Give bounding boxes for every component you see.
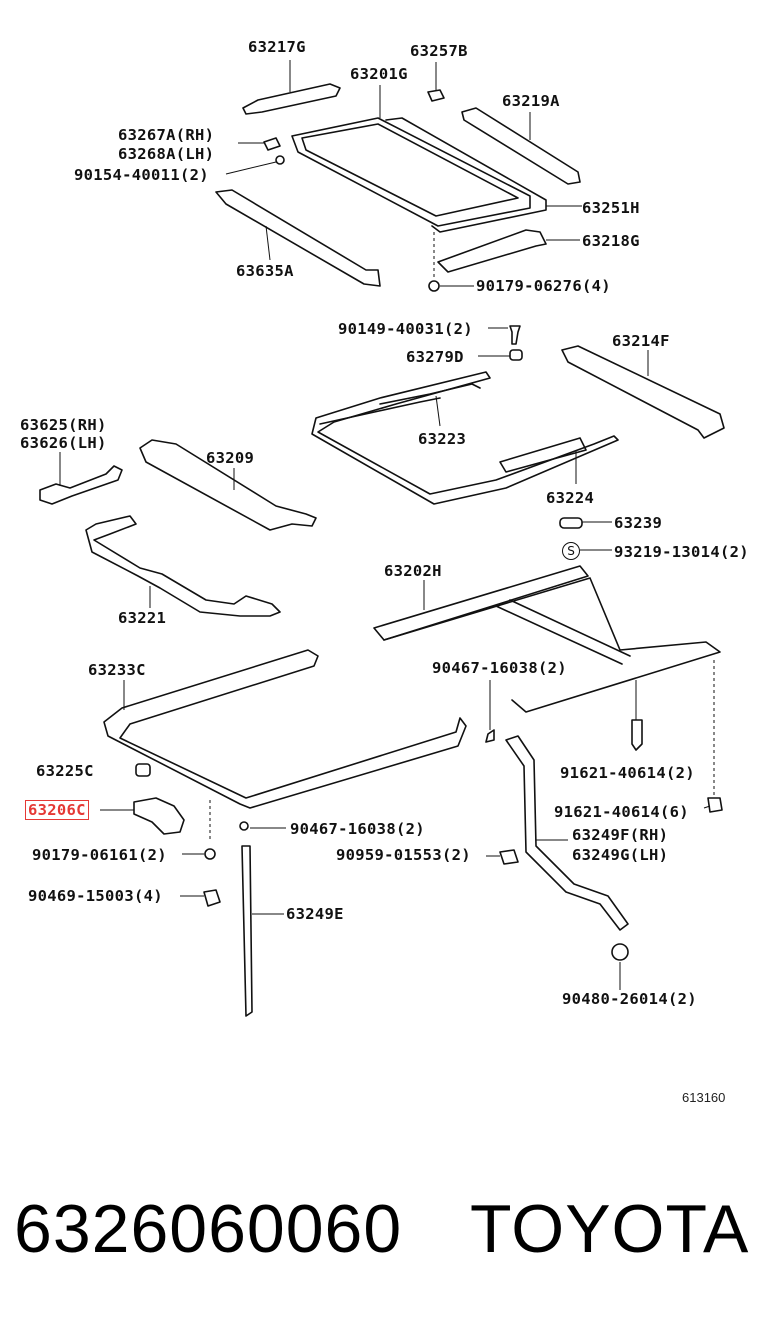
part-90480-grommet — [611, 943, 629, 961]
label-63221: 63221 — [118, 609, 167, 627]
label-90480: 90480-26014(2) — [562, 990, 697, 1008]
part-63209 — [139, 439, 317, 531]
label-63249e: 63249E — [286, 905, 344, 923]
part-63218g — [437, 229, 547, 273]
label-63218g: 63218G — [582, 232, 640, 250]
label-63214f: 63214F — [612, 332, 670, 350]
part-63219a — [461, 107, 581, 185]
label-63257b: 63257B — [410, 42, 468, 60]
label-63249f: 63249F(RH) — [572, 826, 669, 844]
label-63223: 63223 — [418, 430, 467, 448]
part-63233c-frame — [103, 649, 467, 809]
part-90469-clip — [203, 889, 221, 907]
part-63224 — [499, 437, 587, 473]
part-63202h-housing — [373, 565, 589, 641]
label-63225c: 63225C — [36, 762, 94, 780]
label-90467-b: 90467-16038(2) — [290, 820, 425, 838]
part-63206c-motor — [133, 797, 185, 835]
label-63249g: 63249G(LH) — [572, 846, 669, 864]
label-63626: 63626(LH) — [20, 434, 107, 452]
label-90467-a: 90467-16038(2) — [432, 659, 567, 677]
part-63625-cable — [39, 465, 123, 505]
s-symbol: S — [562, 542, 580, 560]
part-90959-clip — [499, 849, 519, 865]
label-93219: 93219-13014(2) — [614, 543, 749, 561]
part-63214f — [561, 345, 725, 439]
part-63249e-hose — [241, 845, 253, 1017]
part-63225c — [135, 763, 151, 777]
part-63221-harness — [85, 515, 281, 617]
label-63202h: 63202H — [384, 562, 442, 580]
label-91621-b: 91621-40614(6) — [554, 803, 689, 821]
part-90149-screw — [509, 325, 521, 345]
part-63257b — [427, 89, 445, 102]
part-63223-frame — [311, 371, 619, 505]
part-63251h — [385, 117, 547, 233]
part-63279d — [509, 349, 523, 361]
label-63268a: 63268A(LH) — [118, 145, 215, 163]
label-90179-06161: 90179-06161(2) — [32, 846, 167, 864]
label-90154: 90154-40011(2) — [74, 166, 209, 184]
part-63635a — [215, 189, 381, 287]
label-63267a: 63267A(RH) — [118, 126, 215, 144]
label-63217g: 63217G — [248, 38, 306, 56]
sunroof-exploded-diagram — [39, 60, 725, 1017]
label-90149: 90149-40031(2) — [338, 320, 473, 338]
brand-name: TOYOTA — [470, 1191, 750, 1267]
label-63625: 63625(RH) — [20, 416, 107, 434]
part-63267a — [263, 137, 281, 151]
label-63233c: 63233C — [88, 661, 146, 679]
part-number: 6326060060 — [14, 1191, 403, 1267]
label-63239: 63239 — [614, 514, 663, 532]
label-63219a: 63219A — [502, 92, 560, 110]
part-63217g — [242, 83, 341, 115]
label-91621-a: 91621-40614(2) — [560, 764, 695, 782]
part-63239 — [559, 517, 583, 529]
part-91621-bolt — [631, 719, 643, 751]
label-63201g: 63201G — [350, 65, 408, 83]
label-63279d: 63279D — [406, 348, 464, 366]
label-90469: 90469-15003(4) — [28, 887, 163, 905]
label-90959: 90959-01553(2) — [336, 846, 471, 864]
label-63209: 63209 — [206, 449, 255, 467]
label-63635a: 63635A — [236, 262, 294, 280]
label-90179-06276: 90179-06276(4) — [476, 277, 611, 295]
diagram-code: 613160 — [682, 1090, 726, 1105]
part-63201g-glass — [291, 117, 531, 227]
part-63249f-hose — [505, 735, 629, 931]
label-63251h: 63251H — [582, 199, 640, 217]
label-63224: 63224 — [546, 489, 595, 507]
label-63206c-highlighted[interactable]: 63206C — [25, 800, 89, 820]
